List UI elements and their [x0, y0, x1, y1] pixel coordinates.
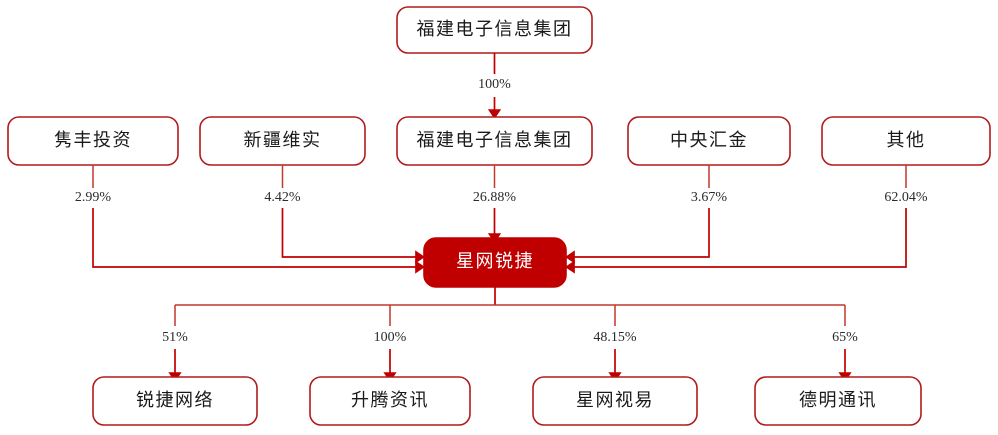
node-shareholder-3-label: 中央汇金 [670, 130, 748, 150]
edge-shareholder-3-pct-label: 3.67% [691, 190, 728, 205]
edge-top-pct-label: 100% [478, 77, 511, 92]
node-subsidiary-2-label: 星网视易 [576, 390, 654, 410]
node-subsidiary-2-box [532, 376, 698, 426]
node-subsidiary-3[interactable]: 德明通讯 [754, 376, 922, 426]
node-shareholder-2[interactable]: 福建电子信息集团 [396, 116, 593, 166]
node-subsidiary-0-box [92, 376, 258, 426]
node-center-company-label: 星网锐捷 [456, 251, 534, 271]
edge-shareholder-2-pct-label: 26.88% [473, 190, 517, 205]
node-subsidiary-3-box [754, 376, 922, 426]
node-shareholder-4[interactable]: 其他 [821, 116, 991, 166]
node-shareholder-4-label: 其他 [887, 130, 926, 150]
edge-center-distribution-bus [174, 287, 846, 326]
edge-shareholder-0-to-center [92, 208, 426, 274]
node-subsidiary-3-label: 德明通讯 [799, 390, 877, 410]
edge-shareholder-1-pct-label: 4.42% [264, 190, 301, 205]
node-subsidiary-2[interactable]: 星网视易 [532, 376, 698, 426]
edge-shareholder-4-pct-label: 62.04% [884, 190, 928, 205]
edge-shareholder-4-to-center [564, 208, 907, 274]
node-subsidiary-1-label: 升腾资讯 [351, 390, 429, 410]
node-top-parent-label: 福建电子信息集团 [417, 19, 573, 39]
edge-subsidiary-1-pct-label: 100% [374, 330, 407, 345]
edge-shareholder-0-pct-label: 2.99% [75, 190, 112, 205]
node-top-parent[interactable]: 福建电子信息集团 [396, 6, 593, 54]
edge-top-to-center: 100% [478, 53, 511, 120]
node-shareholder-1[interactable]: 新疆维实 [199, 116, 366, 166]
node-center-company[interactable]: 星网锐捷 [423, 237, 567, 288]
edge-shareholder-3-to-center [564, 208, 710, 264]
node-shareholder-0[interactable]: 隽丰投资 [7, 116, 179, 166]
edge-shareholder-1-to-center [281, 208, 426, 264]
node-shareholder-1-label: 新疆维实 [244, 130, 322, 150]
node-subsidiary-0-label: 锐捷网络 [136, 390, 214, 410]
node-subsidiary-1[interactable]: 升腾资讯 [309, 376, 471, 426]
node-shareholder-2-label: 福建电子信息集团 [417, 130, 573, 150]
node-subsidiary-0[interactable]: 锐捷网络 [92, 376, 258, 426]
edge-subsidiary-2-pct-label: 48.15% [593, 330, 637, 345]
edge-subsidiary-0-pct-label: 51% [162, 330, 188, 345]
node-shareholder-0-label: 隽丰投资 [54, 130, 132, 150]
node-subsidiary-1-box [309, 376, 471, 426]
node-shareholder-3[interactable]: 中央汇金 [627, 116, 791, 166]
edge-subsidiary-3-pct-label: 65% [832, 330, 858, 345]
